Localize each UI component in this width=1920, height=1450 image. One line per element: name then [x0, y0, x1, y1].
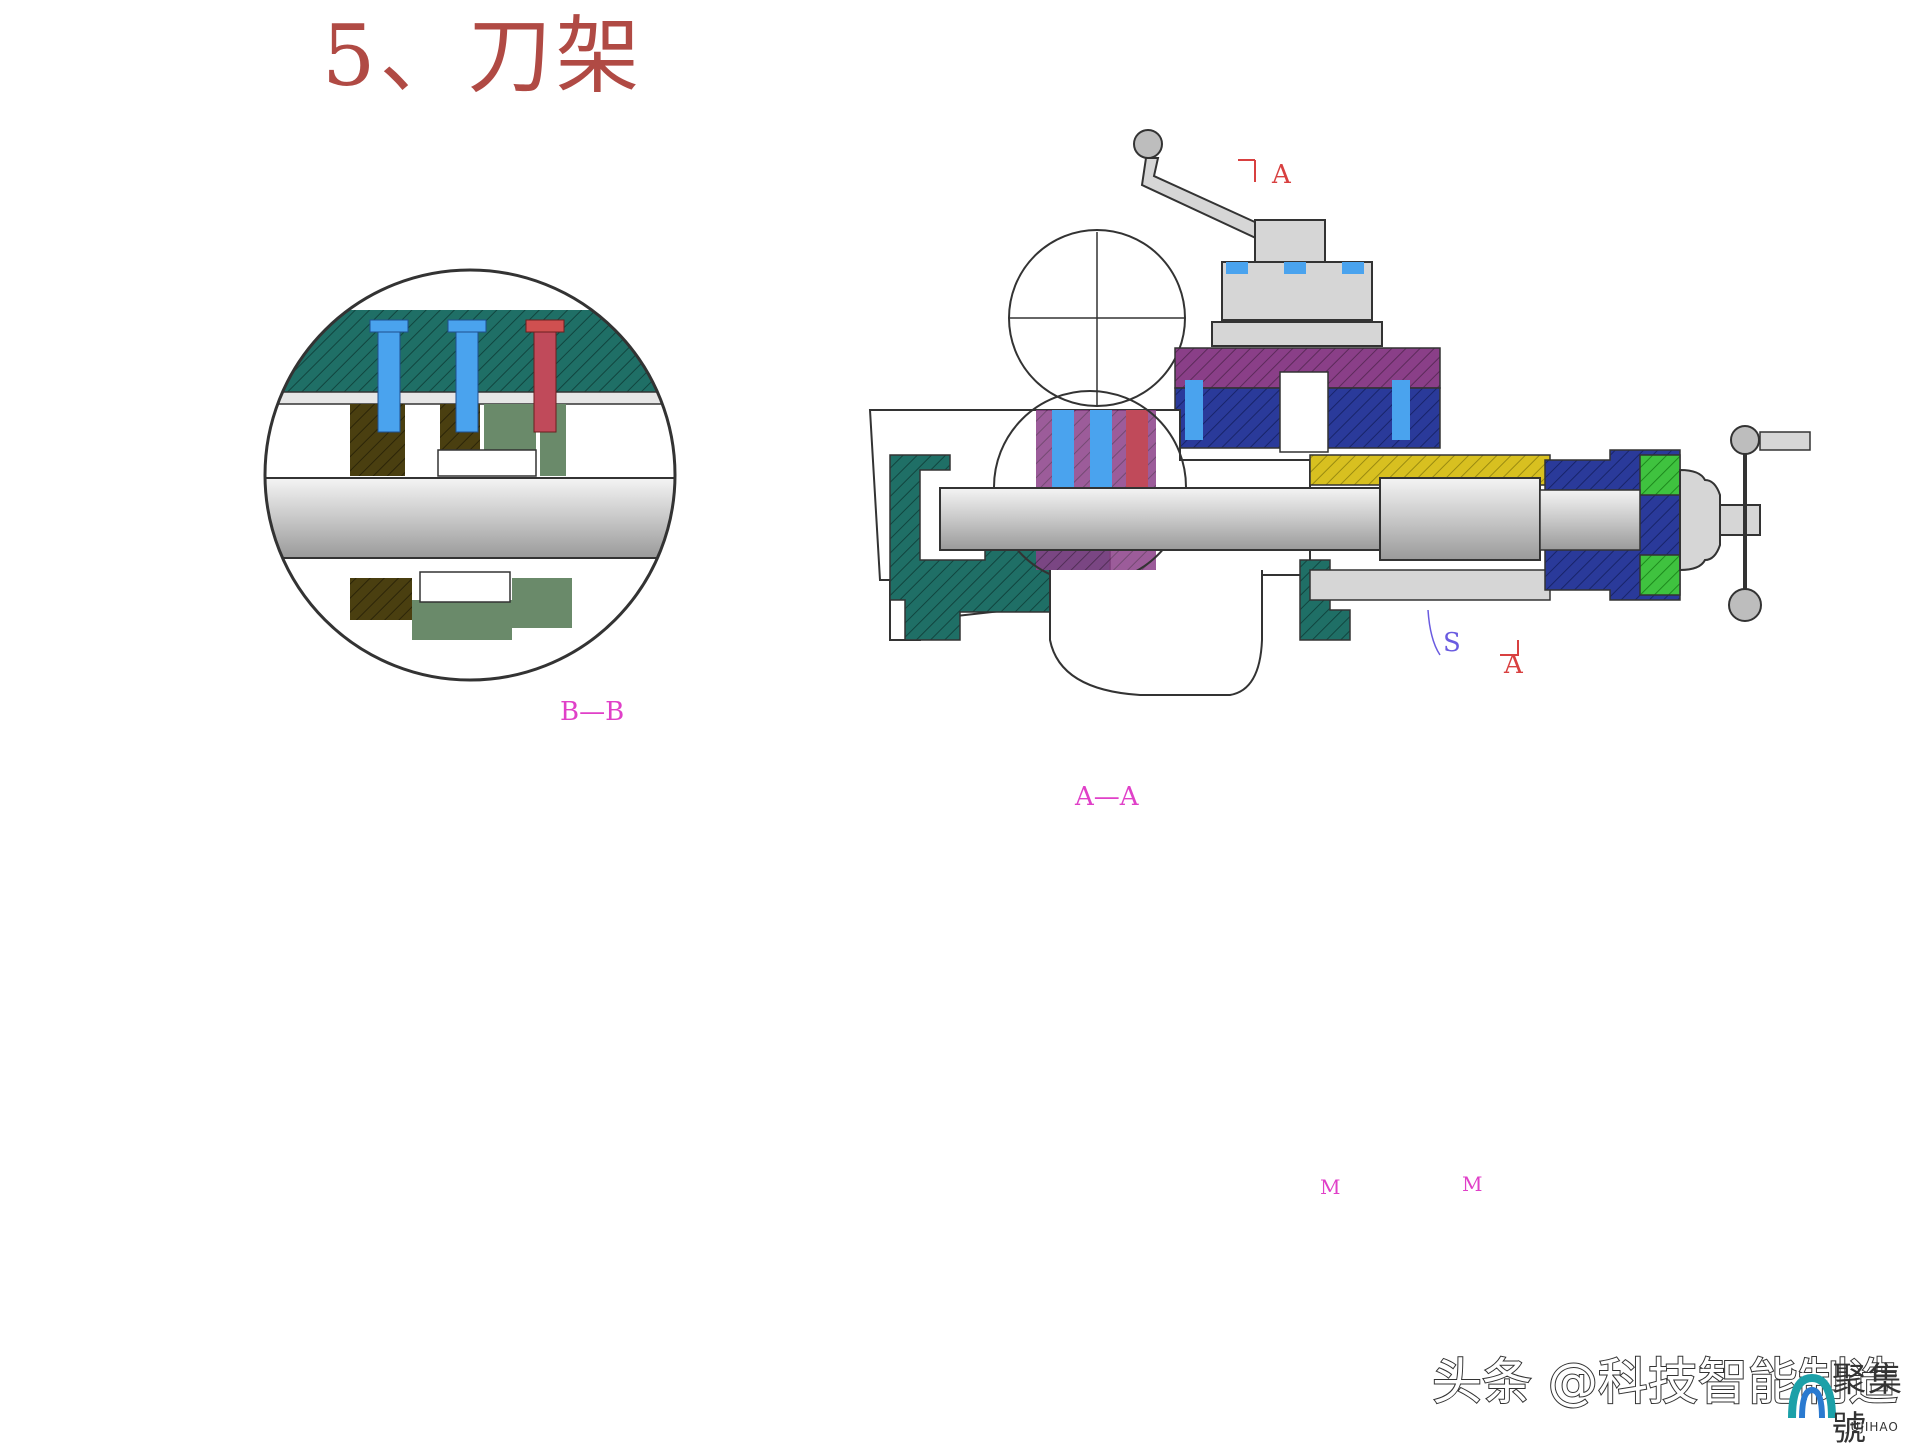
label-section-a-bottom: A [1504, 650, 1523, 680]
jujihao-logo-icon [1788, 1373, 1836, 1419]
label-section-a-top: A [1272, 160, 1291, 190]
label-section-b-b: B—B [560, 697, 625, 727]
detail-circle [263, 268, 677, 682]
label-section-s: S [1443, 628, 1461, 658]
logo-name: 聚集號 [1832, 1360, 1904, 1449]
logo-sub: JUJIHAO [1846, 1420, 1899, 1434]
top-section-view [868, 129, 1811, 696]
label-mark-m2: M [1462, 1172, 1483, 1196]
page-title: 5、刀架 [322, 7, 644, 105]
label-mark-m1: M [1320, 1175, 1341, 1199]
label-section-a-a: A—A [1075, 782, 1139, 812]
